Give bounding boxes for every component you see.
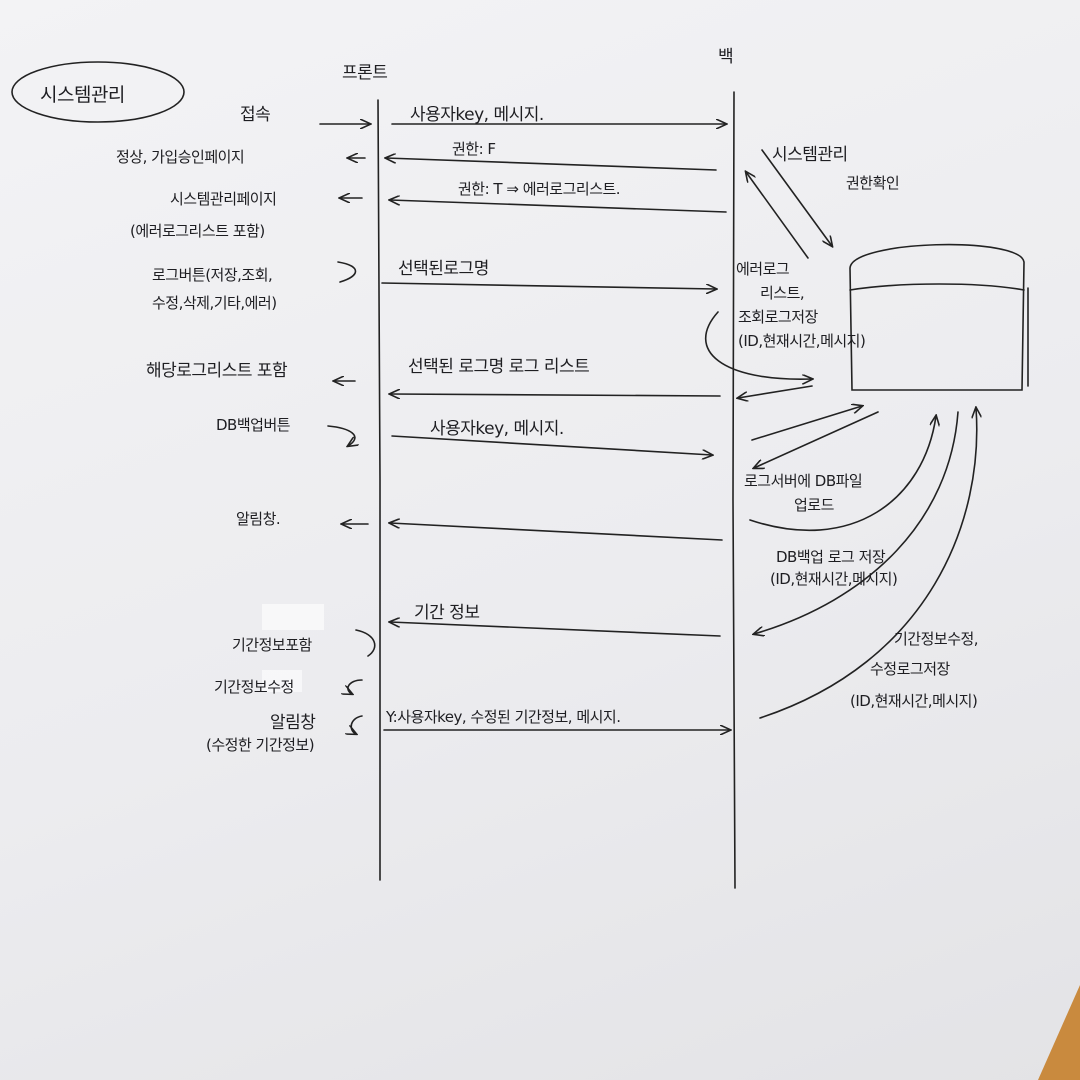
message-label-4: 선택된로그명 <box>398 259 489 279</box>
message-arrow-4 <box>381 282 716 289</box>
step-normal-page: 정상, 가입승인페이지 <box>116 148 245 166</box>
step-log-buttons-line1: 로그버튼(저장,조회, <box>152 266 273 284</box>
diagram-title: 시스템관리 <box>40 84 125 106</box>
paper-glare <box>262 670 302 692</box>
message-arrow-5 <box>390 394 721 396</box>
note-errlog-line1: 에러로그 <box>736 260 790 278</box>
step-period-show: 기간정보포함 <box>232 636 312 654</box>
dbsave-arrow-in <box>749 416 936 531</box>
note-errlog-line3: 조회로그저장 <box>738 308 818 326</box>
period-show-arrow <box>355 629 376 657</box>
message-label-8: Y:사용자key, 수정된 기간정보, 메시지. <box>386 708 621 726</box>
period-edit-arrow <box>348 679 363 694</box>
message-label-5: 선택된 로그명 로그 리스트 <box>408 357 590 377</box>
step-alert2: 알림창 <box>270 713 316 733</box>
message-arrow-8 <box>390 622 721 637</box>
step-alert2-sub: (수정한 기간정보) <box>206 736 315 754</box>
note-upload-line1: 로그서버에 DB파일 <box>744 472 863 490</box>
alert2-arrow <box>351 715 363 734</box>
note-errlog-line4: (ID,현재시간,메시지) <box>738 332 866 350</box>
note-auth-line2: 권한확인 <box>846 174 900 192</box>
step-connect: 접속 <box>240 105 271 125</box>
message-arrow-6 <box>391 435 712 455</box>
auth-check-arrow-in <box>761 149 832 246</box>
errlog-return-arrow <box>738 385 813 398</box>
message-label-7: 기간 정보 <box>414 603 480 623</box>
note-period-line2: 수정로그저장 <box>870 660 950 678</box>
step-log-list-show: 해당로그리스트 포함 <box>146 361 288 381</box>
message-arrow-3 <box>390 200 727 213</box>
note-auth-line1: 시스템관리 <box>772 145 848 165</box>
message-arrow-7 <box>390 523 723 541</box>
note-dbsave-line2: (ID,현재시간,메시지) <box>770 570 898 588</box>
step-admin-page: 시스템관리페이지 <box>170 190 277 208</box>
note-dbsave-line1: DB백업 로그 저장 <box>776 548 886 566</box>
desk-corner <box>1038 985 1080 1080</box>
note-period-line3: (ID,현재시간,메시지) <box>850 692 978 710</box>
title-oval <box>11 61 185 123</box>
upload-arrow-out <box>754 411 879 468</box>
note-upload-line2: 업로드 <box>794 496 834 514</box>
lane-back-label: 백 <box>718 47 734 67</box>
auth-check-arrow-out <box>746 172 809 259</box>
message-arrow-2 <box>386 158 717 171</box>
database-cylinder <box>849 243 1025 391</box>
period-save-arrow <box>759 408 977 719</box>
step-period-edit: 기간정보수정 <box>214 678 294 696</box>
back-lifeline <box>732 91 736 889</box>
upload-arrow-in <box>751 406 862 441</box>
step-alert: 알림창. <box>236 510 281 528</box>
step-admin-page-sub: (에러로그리스트 포함) <box>130 222 265 240</box>
step-log-buttons-line2: 수정,삭제,기타,에러) <box>152 294 277 312</box>
front-lifeline <box>377 99 381 881</box>
note-period-line1: 기간정보수정, <box>894 630 979 648</box>
message-label-2: 권한: F <box>452 140 496 158</box>
message-label-6: 사용자key, 메시지. <box>430 419 564 439</box>
log-buttons-arrow <box>337 261 357 283</box>
paper-glare <box>262 604 324 630</box>
message-label-1: 사용자key, 메시지. <box>410 105 544 125</box>
dbsave-arrow-out <box>754 411 959 634</box>
message-label-3: 권한: T ⇒ 에러로그리스트. <box>458 180 621 198</box>
database-rim <box>849 283 1025 291</box>
note-errlog-line2: 리스트, <box>760 284 805 302</box>
errlog-query-arrow <box>705 311 812 379</box>
db-backup-button-arrow <box>327 425 355 446</box>
lane-front-label: 프론트 <box>342 63 388 83</box>
step-db-backup-button: DB백업버튼 <box>216 416 291 434</box>
